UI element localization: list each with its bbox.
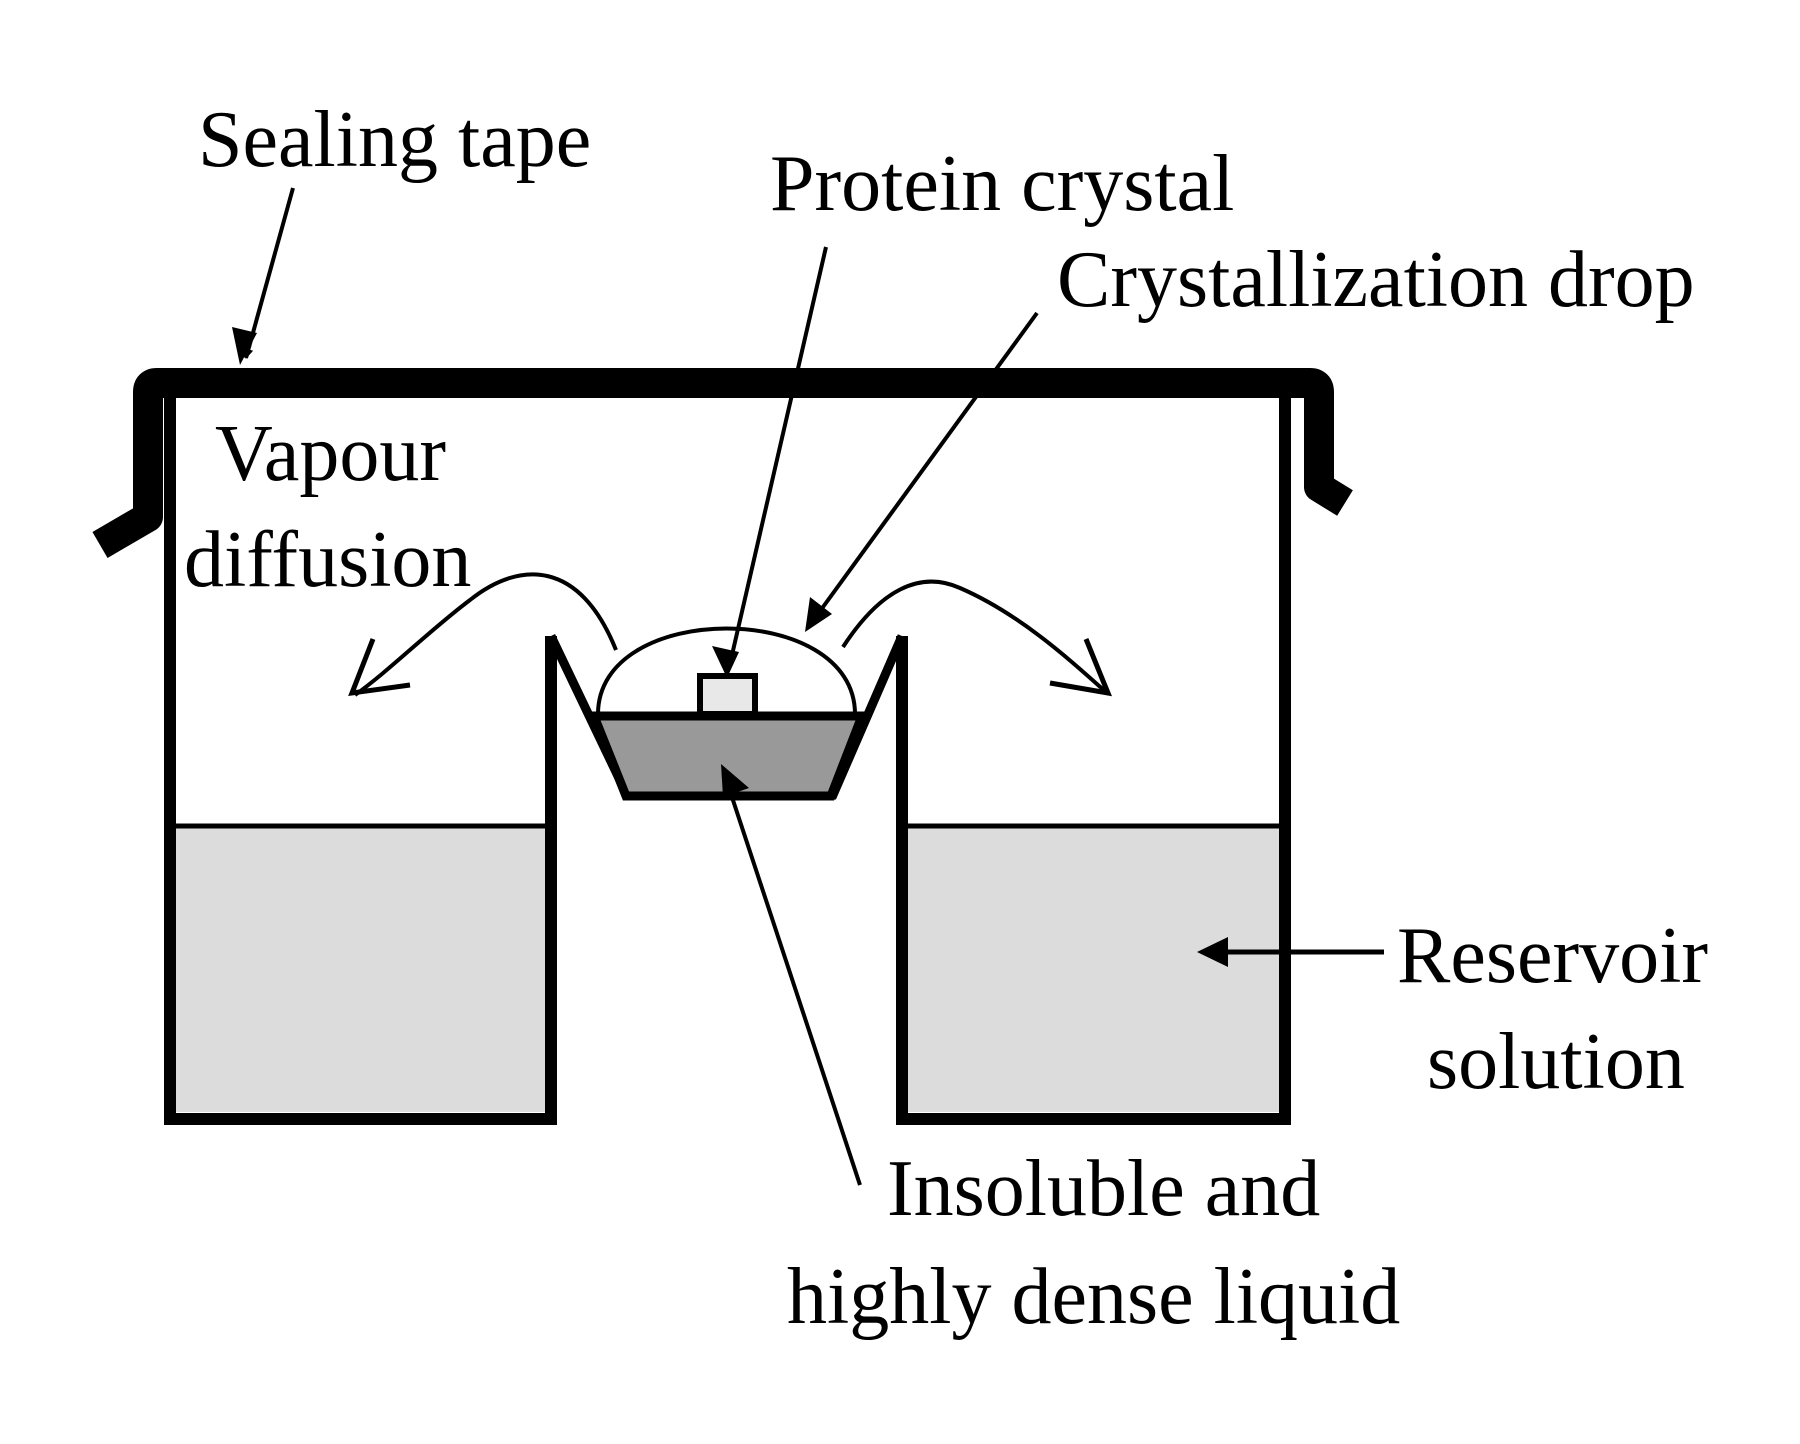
reservoir-arrowhead xyxy=(1197,937,1228,967)
vapour-arrowhead-left xyxy=(348,638,411,697)
label-solution: solution xyxy=(1427,1018,1685,1106)
protein-crystal xyxy=(697,673,758,717)
crystallization-drop-arrowhead xyxy=(805,597,832,632)
label-dense-liquid: highly dense liquid xyxy=(787,1253,1400,1341)
protein-crystal-arrow xyxy=(727,246,828,669)
crystallization-drop-arrow xyxy=(813,311,1039,620)
protein-crystal-arrowhead xyxy=(712,646,739,678)
vapour-arrowhead-right xyxy=(1049,638,1113,697)
label-crystallization-drop: Crystallization drop xyxy=(1057,236,1695,324)
label-reservoir: Reservoir xyxy=(1397,912,1708,1000)
label-sealing-tape: Sealing tape xyxy=(198,96,591,184)
label-vapour: Vapour xyxy=(215,410,446,498)
vapour-arrow-left xyxy=(353,572,618,697)
insoluble-liquid-arrow xyxy=(725,781,862,1186)
sealing-tape xyxy=(92,368,1353,558)
container-wall-left xyxy=(164,398,557,1125)
sealing-tape-arrow xyxy=(243,187,295,359)
label-protein-crystal: Protein crystal xyxy=(770,140,1234,228)
dense-liquid xyxy=(587,711,869,801)
label-insoluble: Insoluble and xyxy=(887,1145,1320,1233)
sealing-tape-arrowhead xyxy=(232,327,257,365)
container-wall-right xyxy=(896,398,1291,1125)
reservoir-liquid-right xyxy=(906,825,1279,1112)
crystallization-drop xyxy=(596,626,857,715)
label-diffusion: diffusion xyxy=(184,516,471,604)
vapour-arrow-right xyxy=(841,579,1109,695)
reservoir-liquid-left xyxy=(176,825,547,1112)
insoluble-liquid-arrowhead xyxy=(721,764,749,797)
